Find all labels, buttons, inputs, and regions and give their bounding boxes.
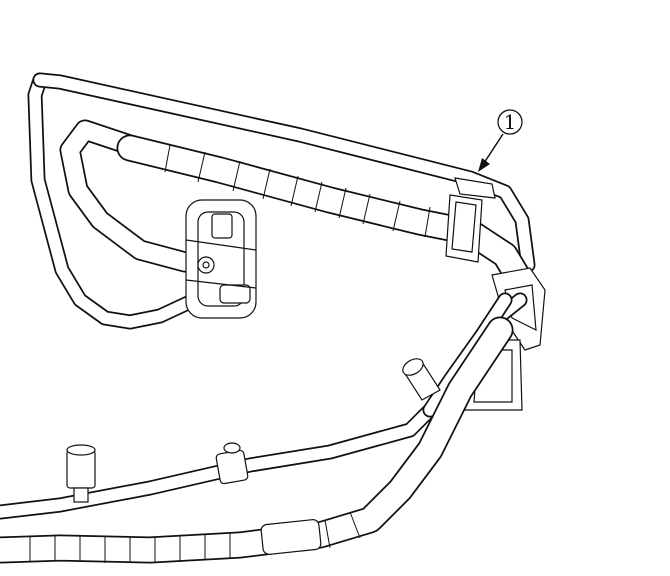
lower-main-hose [0,316,514,564]
upper-tube-loop [27,72,536,330]
service-port-left [66,444,96,503]
hose-corrugation-rings [164,144,431,238]
tube-clamp [215,442,249,485]
center-mounting-bracket [185,199,257,319]
inner-hose-loop [59,119,196,273]
callout-1-label: 1 [504,110,517,134]
callout-1: 1 [478,109,523,172]
upper-main-hose [116,134,534,294]
service-port-right [402,358,441,401]
